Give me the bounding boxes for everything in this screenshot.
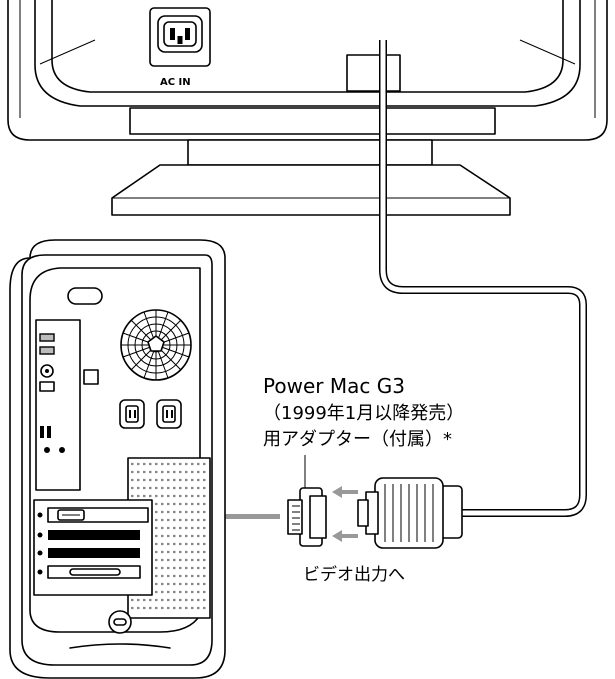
adapter-label-line3: 用アダプター（付属）*: [263, 429, 452, 450]
adapter-label-line1: Power Mac G3: [263, 374, 405, 398]
adapter: [287, 455, 327, 547]
adapter-label-line2: （1999年1月以降発売）: [263, 403, 464, 424]
fan-grille-icon: [120, 309, 192, 381]
power-mac-tower: [9, 239, 226, 679]
arrow-left-icon: [332, 530, 358, 542]
vga-connector: [357, 477, 463, 549]
arrow-left-icon: [332, 486, 358, 498]
video-cable: [379, 40, 587, 517]
monitor: AC IN: [7, 0, 608, 216]
video-out-label: ビデオ出力へ: [303, 564, 405, 585]
ac-in-label: AC IN: [160, 77, 191, 88]
power-socket-icon: [157, 15, 203, 53]
